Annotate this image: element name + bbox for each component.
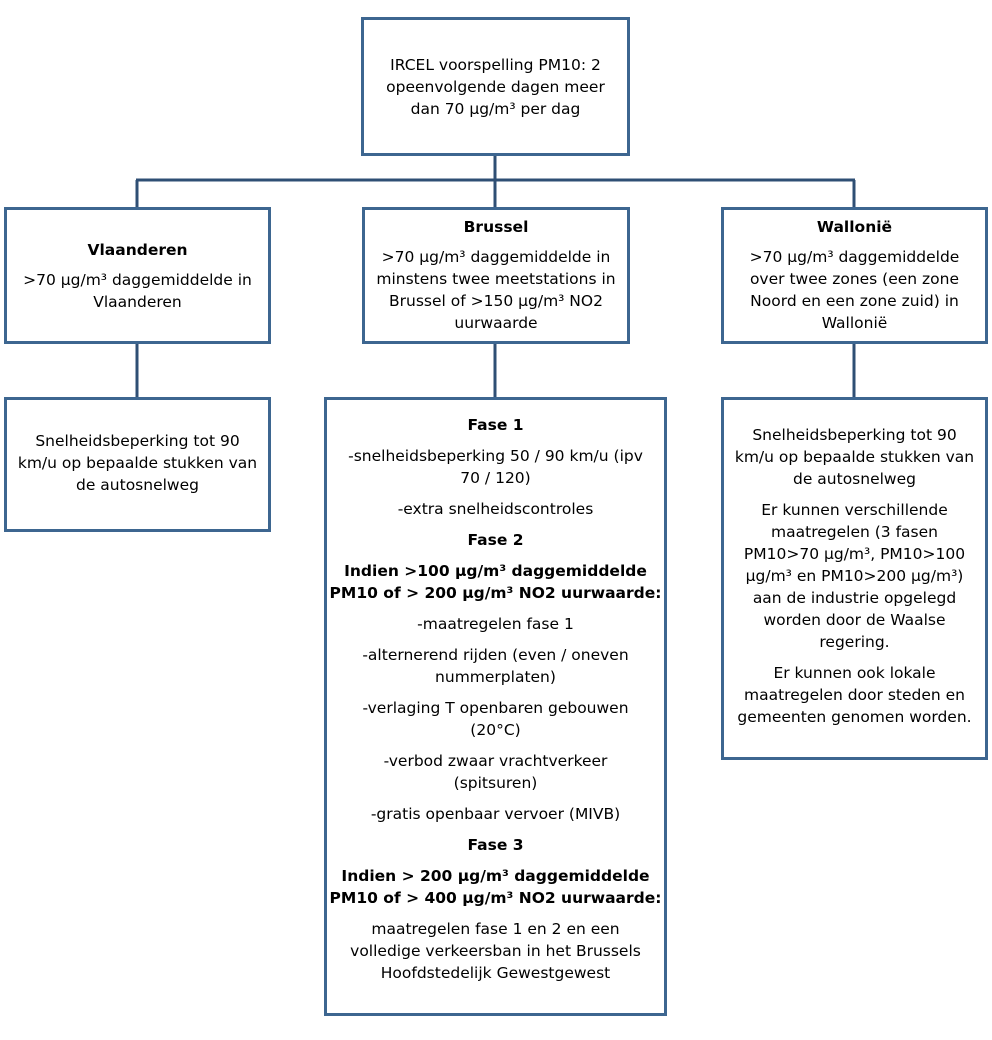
brussel-box: Brussel >70 µg/m³ daggemiddelde in minst… [362, 207, 630, 344]
fase3-condition: PM10 of > 400 µg/m³ NO2 uurwaarde: [329, 889, 662, 907]
brussel-criteria-line: >70 µg/m³ daggemiddelde in [381, 248, 611, 266]
wallonie-criteria-line: Wallonië [821, 314, 888, 332]
wallonie-measure-line: aan de industrie opgelegd [752, 589, 957, 607]
wallonie-measure-line: Er kunnen ook lokale [773, 664, 936, 682]
fase3-item: Hoofdstedelijk Gewestgewest [380, 964, 611, 982]
wallonie-measure-line: gemeenten genomen worden. [737, 708, 972, 726]
fase2-item: -maatregelen fase 1 [417, 615, 574, 633]
wallonie-measure-line: Snelheidsbeperking tot 90 [752, 426, 957, 444]
vlaanderen-title: Vlaanderen [87, 240, 188, 259]
brussel-criteria-line: Brussel of >150 µg/m³ NO2 [389, 292, 603, 310]
fase3-item: volledige verkeersban in het Brussels [350, 942, 641, 960]
wallonie-box: Wallonië >70 µg/m³ daggemiddelde over tw… [721, 207, 988, 344]
wallonie-measure-line: Er kunnen verschillende [761, 501, 948, 519]
wallonie-criteria-line: >70 µg/m³ daggemiddelde [749, 248, 960, 266]
brussel-title: Brussel [463, 218, 529, 236]
fase2-item: -gratis openbaar vervoer (MIVB) [370, 805, 621, 823]
fase2-condition: PM10 of > 200 µg/m³ NO2 uurwaarde: [329, 584, 662, 602]
root-line: dan 70 µg/m³ per dag [410, 99, 581, 118]
fase2-item: -verlaging T openbaren gebouwen [362, 699, 629, 717]
vlaanderen-criteria-line: Vlaanderen [93, 292, 182, 311]
root-line: IRCEL voorspelling PM10: 2 [390, 55, 601, 74]
wallonie-measure-line: µg/m³ en PM10>200 µg/m³) [745, 567, 964, 585]
vlaanderen-measures-box: Snelheidsbeperking tot 90 km/u op bepaal… [4, 397, 271, 532]
wallonie-measure-line: regering. [819, 633, 890, 651]
fase1-item: -snelheidsbeperking 50 / 90 km/u (ipv [348, 447, 643, 465]
wallonie-measure-line: worden door de Waalse [763, 611, 946, 629]
wallonie-measures-box: Snelheidsbeperking tot 90 km/u op bepaal… [721, 397, 988, 760]
brussel-criteria-line: minstens twee meetstations in [376, 270, 616, 288]
wallonie-measure-line: maatregelen (3 fasen [771, 523, 938, 541]
fase3-item: maatregelen fase 1 en 2 en een [371, 920, 620, 938]
fase1-title: Fase 1 [467, 416, 524, 434]
wallonie-criteria-line: Noord en een zone zuid) in [750, 292, 959, 310]
wallonie-measure-line: PM10>70 µg/m³, PM10>100 [743, 545, 966, 563]
vlaanderen-measure-line: Snelheidsbeperking tot 90 [35, 432, 240, 450]
wallonie-measure-line: maatregelen door steden en [744, 686, 965, 704]
wallonie-measure-line: km/u op bepaalde stukken van [734, 448, 975, 466]
vlaanderen-measure-line: km/u op bepaalde stukken van [17, 454, 258, 472]
wallonie-title: Wallonië [816, 218, 893, 236]
fase2-item: (20°C) [470, 721, 521, 739]
brussel-measures-box: Fase 1 -snelheidsbeperking 50 / 90 km/u … [324, 397, 667, 1016]
fase2-item: (spitsuren) [453, 774, 538, 792]
fase1-item: -extra snelheidscontroles [397, 500, 594, 518]
vlaanderen-box: Vlaanderen >70 µg/m³ daggemiddelde in Vl… [4, 207, 271, 344]
fase2-title: Fase 2 [467, 531, 524, 549]
fase2-item: -verbod zwaar vrachtverkeer [383, 752, 608, 770]
fase3-title: Fase 3 [467, 836, 524, 854]
wallonie-criteria-line: over twee zones (een zone [749, 270, 960, 288]
root-box: IRCEL voorspelling PM10: 2 opeenvolgende… [361, 17, 630, 156]
root-line: opeenvolgende dagen meer [386, 77, 605, 96]
fase3-condition: Indien > 200 µg/m³ daggemiddelde [341, 867, 650, 885]
fase1-item: 70 / 120) [460, 469, 531, 487]
fase2-item: nummerplaten) [435, 668, 556, 686]
fase2-item: -alternerend rijden (even / oneven [362, 646, 629, 664]
brussel-criteria-line: uurwaarde [454, 314, 538, 332]
vlaanderen-measure-line: de autosnelweg [76, 476, 199, 494]
wallonie-measure-line: de autosnelweg [793, 470, 916, 488]
fase2-condition: Indien >100 µg/m³ daggemiddelde [344, 562, 647, 580]
vlaanderen-criteria-line: >70 µg/m³ daggemiddelde in [23, 270, 252, 289]
